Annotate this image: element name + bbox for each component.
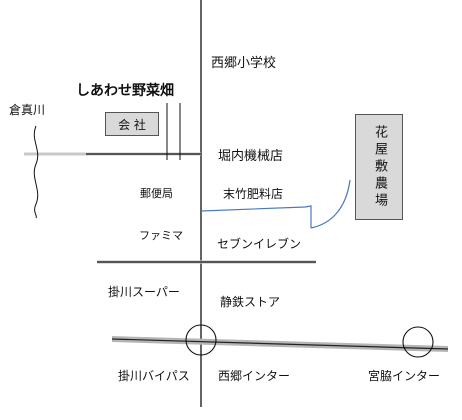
bypass-label: 掛川バイパス <box>118 369 190 383</box>
shizutetsu-store-label: 静鉄ストア <box>220 295 281 309</box>
saigo-interchange-circle <box>185 324 217 356</box>
miyawaki-interchange-circle <box>402 326 434 358</box>
river-line <box>33 125 39 219</box>
school-label: 西郷小学校 <box>211 56 277 71</box>
machinery-store-label: 堀内機械店 <box>218 149 284 164</box>
store-name: しあわせ野菜畑 <box>76 83 174 99</box>
post-office-label: 郵便局 <box>140 187 173 200</box>
flower-farm-label: 花屋敷農場 <box>372 124 387 210</box>
flower-farm-building: 花屋敷農場 <box>355 114 403 220</box>
bypass-road <box>111 338 449 350</box>
fertilizer-store-label: 末竹肥料店 <box>223 187 284 201</box>
river-label: 倉真川 <box>9 103 46 117</box>
company-label: 会 社 <box>118 117 146 132</box>
supermarket-label: 掛川スーパー <box>108 285 180 299</box>
miyawaki-interchange-label: 宮脇インター <box>368 369 441 383</box>
seven-eleven-label: セブンイレブン <box>217 237 302 251</box>
familymart-label: ファミマ <box>139 229 183 242</box>
saigo-interchange-label: 西郷インター <box>218 369 291 383</box>
route-line <box>200 205 312 228</box>
company-building: 会 社 <box>105 112 159 136</box>
route-curve <box>310 179 351 229</box>
